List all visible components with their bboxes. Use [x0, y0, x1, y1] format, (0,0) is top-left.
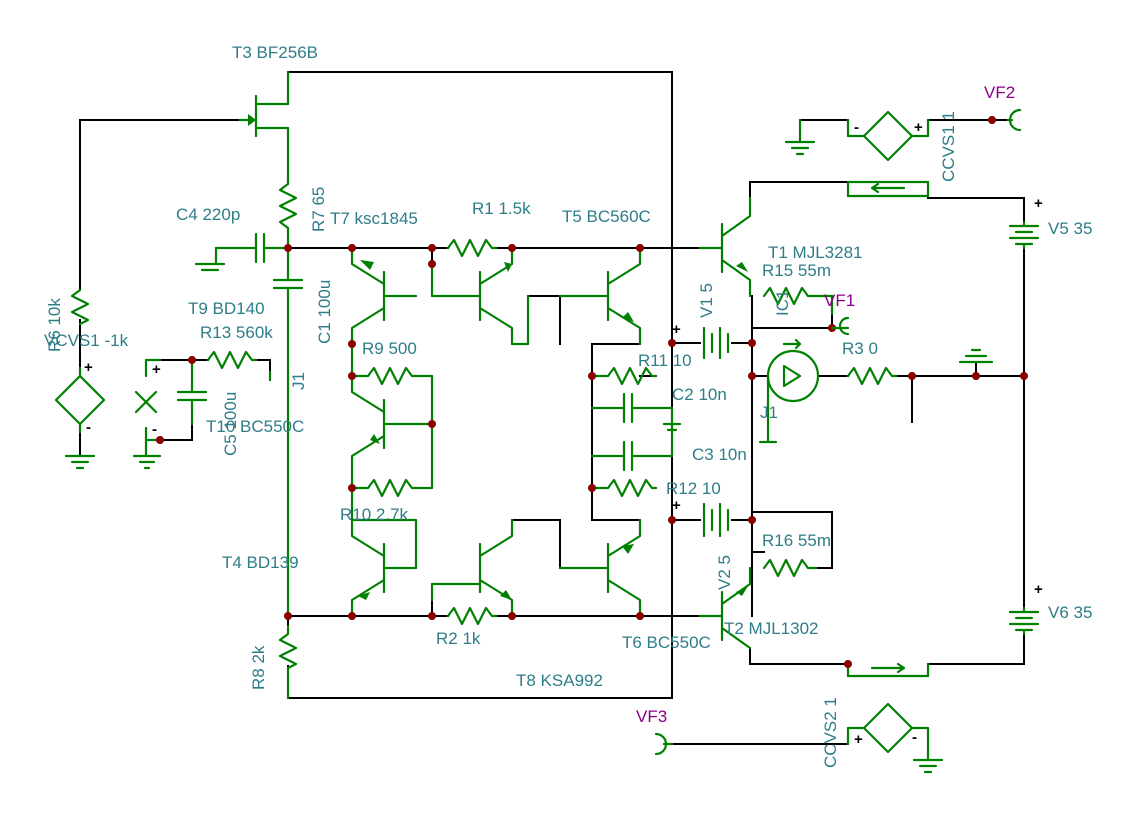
label-vcvs1: VCVS1 -1k	[44, 331, 129, 350]
r9-resistor	[350, 342, 434, 426]
c2-capacitor	[590, 392, 682, 432]
label-r8: R8 2k	[249, 645, 268, 690]
label-r12: R12 10	[666, 479, 721, 498]
r16-resistor	[762, 558, 818, 578]
label-t6: T6 BC550C	[622, 633, 711, 652]
c5-capacitor	[176, 358, 208, 426]
r7-resistor	[278, 166, 298, 250]
label-t4: T4 BD139	[222, 553, 299, 572]
t8-lower-transistor	[430, 518, 514, 618]
label-r15: R15 55m	[762, 261, 831, 280]
plus-ccvs1: +	[914, 119, 923, 136]
t7-transistor	[350, 246, 418, 346]
t6-transistor	[558, 518, 642, 618]
label-j1-left: J1	[289, 372, 308, 390]
label-v1: V1 5	[697, 283, 716, 318]
probe-terminals	[654, 108, 1022, 756]
v2-source	[702, 502, 730, 538]
v5-source	[1008, 220, 1040, 250]
label-t9: T9 BD140	[188, 299, 265, 318]
label-r7: R7 65	[309, 187, 328, 232]
r3-resistor	[846, 366, 898, 386]
j1-current-source	[758, 338, 820, 444]
label-r3: R3 0	[842, 339, 878, 358]
label-r13: R13 560k	[200, 323, 273, 342]
t2-transistor	[698, 566, 752, 650]
t5-transistor	[558, 246, 642, 346]
label-c1: C1 100u	[315, 280, 334, 344]
plus-ccvs2: +	[854, 731, 863, 748]
label-t10: T10 BC550C	[206, 417, 304, 436]
label-v6: V6 35	[1048, 603, 1092, 622]
current-probe-bottom	[846, 662, 930, 678]
label-v5: V5 35	[1048, 219, 1092, 238]
r15-resistor	[762, 286, 834, 306]
ground-symbol	[958, 348, 994, 364]
label-ccvs2: CCVS2 1	[821, 697, 840, 768]
wires	[79, 71, 1025, 745]
c3-capacitor	[590, 422, 674, 472]
plus-v2: +	[672, 497, 681, 514]
junction-dots	[156, 116, 1028, 668]
label-t1: T1 MJL3281	[768, 243, 863, 262]
label-v2: V2 5	[715, 555, 734, 590]
ccvs2-source	[846, 702, 944, 774]
label-r1: R1 1.5k	[472, 199, 531, 218]
r1-resistor	[446, 238, 498, 258]
t8-upper-transistor	[430, 246, 530, 346]
t10-transistor	[350, 374, 434, 490]
r6-resistor	[70, 288, 90, 326]
label-c5: C5 100u	[221, 392, 240, 456]
minus-ccvs2: -	[912, 729, 917, 746]
r13-resistor	[206, 350, 272, 382]
label-r2: R2 1k	[436, 629, 481, 648]
vcvs1-source	[54, 358, 162, 470]
label-t5: T5 BC560C	[562, 207, 651, 226]
label-r16: R16 55m	[762, 531, 831, 550]
plus-vcvs1-input: +	[152, 361, 161, 378]
label-j1-right: J1	[760, 403, 778, 422]
t1-transistor	[698, 196, 752, 298]
t4-transistor	[350, 486, 418, 618]
v6-source	[1008, 606, 1040, 636]
c4-capacitor	[194, 232, 290, 272]
minus-ccvs1: -	[854, 119, 859, 136]
ccvs1-source	[784, 110, 930, 162]
label-ic1: IC1	[773, 290, 792, 316]
r11-resistor	[590, 366, 658, 386]
r8-resistor	[278, 624, 298, 700]
label-t7: T7 ksc1845	[330, 209, 418, 228]
label-c3: C3 10n	[692, 445, 747, 464]
probe-labels: VF1 VF2 VF3	[636, 83, 1015, 726]
r10-resistor	[350, 422, 434, 498]
plus-vcvs1: +	[84, 359, 93, 376]
label-c2: C2 10n	[672, 385, 727, 404]
plus-v5: +	[1034, 195, 1043, 212]
label-c4: C4 220p	[176, 205, 240, 224]
minus-vcvs1: -	[86, 419, 91, 436]
r2-resistor	[446, 606, 498, 626]
label-t3: T3 BF256B	[232, 43, 318, 62]
plus-v1: +	[672, 321, 681, 338]
label-r10: R10 2.7k	[340, 505, 409, 524]
r12-resistor	[590, 478, 658, 498]
minus-vcvs1-input: -	[152, 421, 157, 438]
v1-source	[702, 326, 730, 360]
probe-vf1: VF1	[824, 291, 855, 310]
polarity-marks: + + + + + - + - + - + -	[84, 119, 1043, 748]
label-ccvs1: CCVS1 1	[939, 111, 958, 182]
label-t2: T2 MJL1302	[724, 619, 819, 638]
probe-vf2: VF2	[984, 83, 1015, 102]
probe-vf3: VF3	[636, 707, 667, 726]
t3-jfet	[238, 70, 290, 170]
label-t8: T8 KSA992	[516, 671, 603, 690]
label-r6: R6 10k	[45, 298, 64, 352]
current-probe-top	[846, 180, 930, 198]
plus-v6: +	[1034, 581, 1043, 598]
label-r9: R9 500	[362, 339, 417, 358]
component-labels: T3 BF256B R7 65 C4 220p T7 ksc1845 R1 1.…	[44, 43, 1092, 768]
c1-capacitor	[272, 246, 304, 618]
label-r11: R11 10	[638, 351, 692, 370]
